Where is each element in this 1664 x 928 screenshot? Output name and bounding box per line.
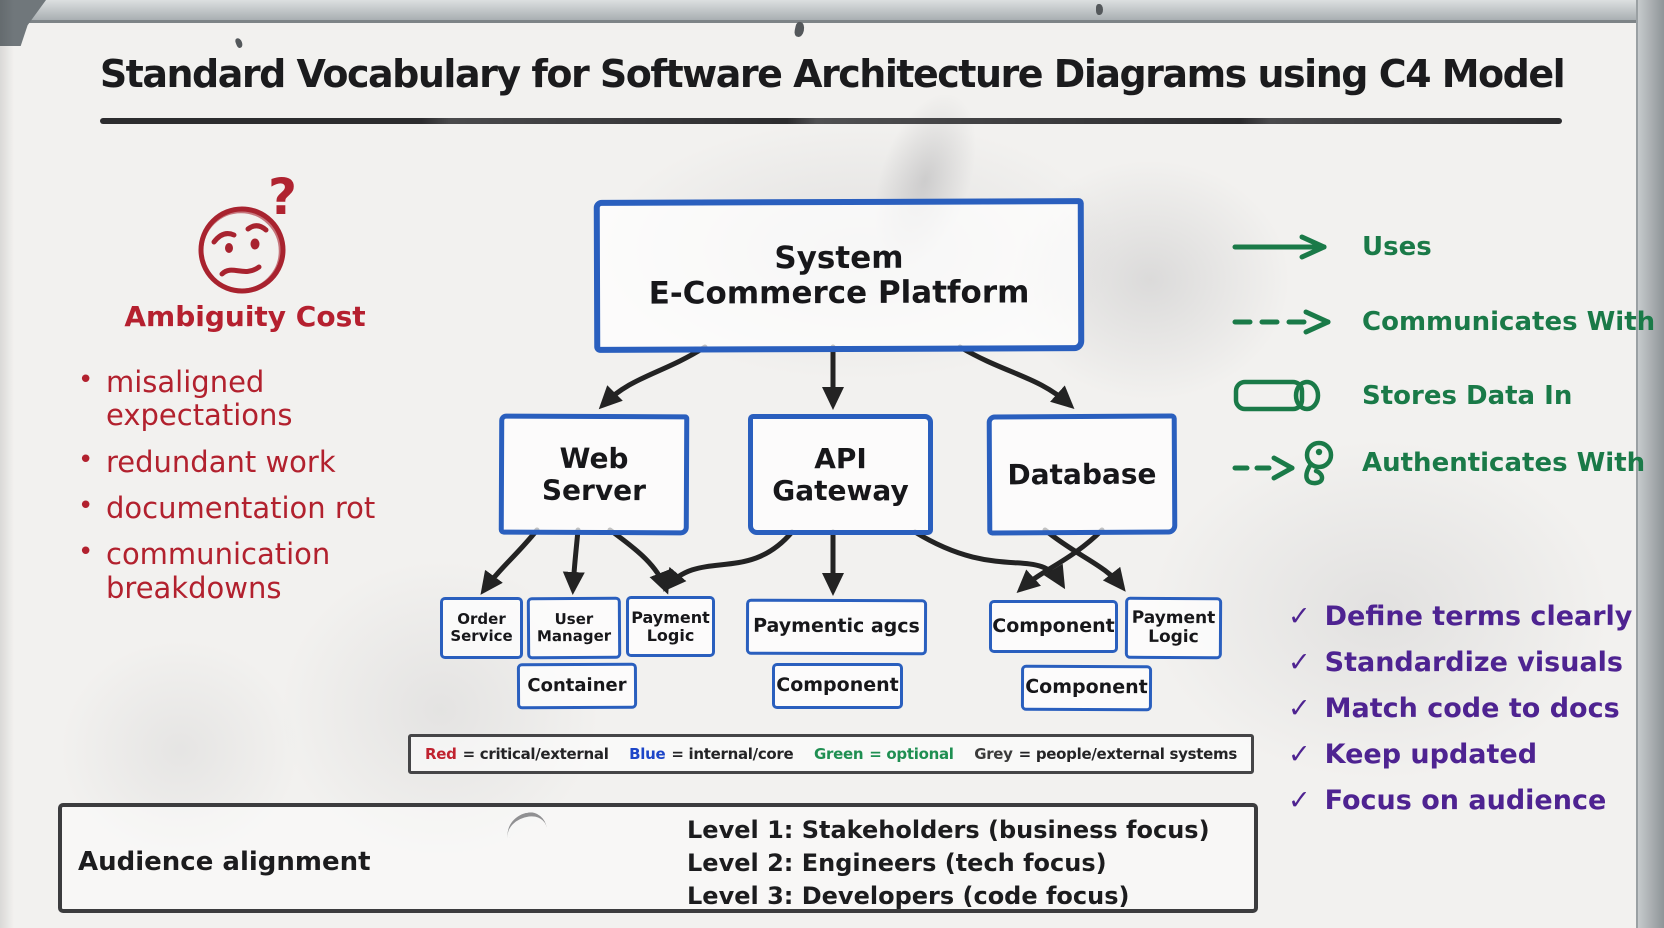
level-1: Level 1: Stakeholders (business focus) <box>687 816 1210 844</box>
legend-row-authenticates: Authenticates With <box>1232 438 1645 488</box>
whiteboard-edge-shadow <box>0 0 14 928</box>
system-type-label: System <box>774 239 904 277</box>
list-item-label: communication breakdowns <box>106 537 331 605</box>
legend-label: Authenticates With <box>1362 448 1646 478</box>
checklist-label: Match code to docs <box>1324 693 1620 724</box>
legend-label: Stores Data In <box>1362 381 1573 411</box>
color-key-box: Red = critical/external Blue = internal/co… <box>408 734 1254 774</box>
checklist-label: Define terms clearly <box>1324 601 1633 632</box>
list-item: • redundant work <box>78 444 438 479</box>
color-key-term: Blue <box>629 745 666 763</box>
legend-label: Communicates With <box>1362 307 1656 337</box>
color-key-entry-red: Red = critical/external <box>425 745 609 763</box>
checklist-label: Standardize visuals <box>1324 647 1623 678</box>
best-practices-checklist: ✓ Define terms clearly ✓ Standardize vis… <box>1288 594 1632 824</box>
audience-alignment-label: Audience alignment <box>78 847 371 877</box>
checklist-label: Focus on audience <box>1324 785 1607 816</box>
solid-arrow-icon <box>1232 233 1362 261</box>
box-label: Database <box>1007 457 1157 492</box>
diagram-box-database: Database <box>986 413 1178 536</box>
whiteboard-frame-right <box>1636 0 1664 928</box>
list-item: • misaligned expectations <box>78 365 438 433</box>
title-underline <box>100 118 1562 124</box>
cylinder-icon <box>1232 375 1362 417</box>
checkmark-icon: ✓ <box>1288 601 1311 632</box>
diagram-box-payment-logic-right: Payment Logic <box>1124 596 1223 660</box>
color-key-term: Green <box>813 745 864 763</box>
diagram-box-component-label-right: Component <box>1020 664 1153 712</box>
box-label: Payment Logic <box>631 607 710 645</box>
color-key-definition: = internal/core <box>671 745 794 763</box>
diagram-box-component-label: Component <box>772 663 903 709</box>
level-3: Level 3: Developers (code focus) <box>687 882 1130 910</box>
diagram-box-order-service: Order Service <box>440 597 523 659</box>
diagram-box-paymentic-agcs: Paymentic agcs <box>745 598 928 656</box>
color-key-definition: = optional <box>869 745 954 763</box>
color-key-entry-green: Green = optional <box>814 745 954 763</box>
marker-speck <box>1096 4 1103 15</box>
audience-levels: Level 1: Stakeholders (business focus) L… <box>687 814 1210 913</box>
system-name-label: E-Commerce Platform <box>648 273 1030 312</box>
box-label: API Gateway <box>772 442 909 507</box>
box-label: Web Server <box>541 441 647 507</box>
level-2: Level 2: Engineers (tech focus) <box>687 849 1107 877</box>
diagram-box-web-server: Web Server <box>498 413 690 536</box>
color-key-entry-blue: Blue = internal/core <box>629 745 794 763</box>
color-key-entry-grey: Grey = people/external systems <box>974 745 1237 763</box>
checklist-label: Keep updated <box>1324 739 1538 770</box>
bullet-icon: • <box>78 537 94 568</box>
legend-row-stores: Stores Data In <box>1232 371 1572 421</box>
box-label: Component <box>776 674 899 697</box>
checkmark-icon: ✓ <box>1288 693 1311 724</box>
page-title: Standard Vocabulary for Software Archite… <box>99 52 1566 96</box>
list-item-label: redundant work <box>106 444 336 479</box>
audience-alignment-box: Audience alignment Level 1: Stakeholders… <box>58 803 1258 913</box>
box-label: Container <box>527 674 627 697</box>
box-label: User Manager <box>536 610 612 646</box>
bullet-icon: • <box>78 491 94 522</box>
checklist-item: ✓ Match code to docs <box>1288 686 1632 732</box>
question-mark: ? <box>268 168 298 226</box>
box-label: Paymentic agcs <box>753 615 920 638</box>
checklist-item: ✓ Define terms clearly <box>1288 594 1632 640</box>
color-key-term: Grey <box>974 745 1013 763</box>
box-label: Payment Logic <box>1131 607 1216 648</box>
legend-row-communicates: Communicates With <box>1232 297 1655 347</box>
diagram-box-container-label: Container <box>516 662 638 710</box>
diagram-box-api-gateway: API Gateway <box>748 414 933 535</box>
whiteboard-frame-top <box>0 0 1664 23</box>
ambiguity-cost-list: • misaligned expectations • redundant wo… <box>78 365 438 618</box>
bullet-icon: • <box>78 444 94 475</box>
checklist-item: ✓ Standardize visuals <box>1288 640 1632 686</box>
box-label: Component <box>1025 676 1148 699</box>
dashed-arrow-icon <box>1232 308 1362 336</box>
box-label: Order Service <box>450 610 513 645</box>
diagram-box-user-manager: User Manager <box>526 596 622 660</box>
checklist-item: ✓ Keep updated <box>1288 732 1632 778</box>
diagram-box-system: System E-Commerce Platform <box>593 198 1085 353</box>
diagram-box-component: Component <box>989 600 1118 653</box>
color-key-term: Red <box>425 745 457 763</box>
color-key-definition: = critical/external <box>462 745 609 763</box>
legend-row-uses: Uses <box>1232 222 1432 272</box>
confused-face-icon <box>198 206 286 294</box>
checkmark-icon: ✓ <box>1288 785 1311 816</box>
legend-label: Uses <box>1362 232 1432 262</box>
checkmark-icon: ✓ <box>1288 739 1311 770</box>
diagram-box-payment-logic: Payment Logic <box>626 596 715 657</box>
list-item: • documentation rot <box>78 491 438 526</box>
bullet-icon: • <box>78 365 94 395</box>
list-item-label: documentation rot <box>106 491 376 526</box>
checklist-item: ✓ Focus on audience <box>1288 778 1632 824</box>
box-label: Component <box>992 614 1115 637</box>
color-key-definition: = people/external systems <box>1018 745 1238 763</box>
list-item-label: misaligned expectations <box>106 365 293 433</box>
checkmark-icon: ✓ <box>1288 647 1311 678</box>
list-item: • communication breakdowns <box>78 537 438 605</box>
ambiguity-cost-heading: Ambiguity Cost <box>124 300 366 333</box>
key-arrow-icon <box>1232 438 1362 488</box>
